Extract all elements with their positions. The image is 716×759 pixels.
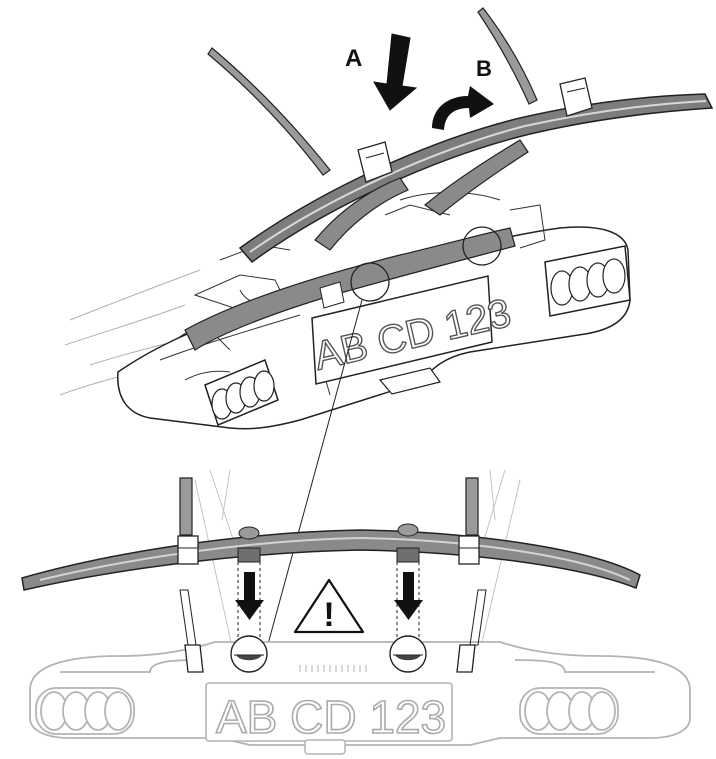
wheel-gutter-upper-highlight [249, 100, 707, 253]
gutter-clamp-right [559, 77, 593, 117]
wheel-arm-right [477, 7, 538, 105]
gutter-peg-top-left [238, 526, 260, 540]
gutter-peg-left [237, 547, 261, 563]
detail-pointer-line [267, 299, 363, 645]
wheel-gutter-upper [238, 93, 714, 264]
rear-light-right-ghost [519, 687, 619, 735]
center-scale [299, 665, 367, 672]
target-slot-left [230, 635, 268, 673]
wheel-arm-left [207, 47, 331, 176]
holder-arm-left [179, 477, 204, 673]
wheel-gutter-lower-highlight [39, 536, 631, 581]
step-a: A [345, 33, 418, 111]
step-a-label: A [345, 45, 362, 72]
rear-light-left-ghost [35, 687, 135, 735]
step-a-arrow-icon [373, 33, 418, 111]
gutter-peg-top-right [397, 523, 419, 537]
rear-light-right [544, 245, 631, 317]
step-b-label: B [476, 56, 492, 81]
carrier-foot [378, 367, 442, 395]
warning-mark: ! [323, 596, 334, 634]
target-slot-right [389, 635, 427, 673]
support-strut-left [314, 177, 409, 251]
carrier-foot-ghost [304, 739, 346, 755]
holder-arm-right [456, 477, 487, 673]
wheel-rail [184, 227, 516, 351]
gutter-clamp-front-right [458, 535, 480, 565]
rear-light-left [204, 358, 279, 427]
carrier-upper-view: AB CD 123 [59, 7, 714, 645]
license-plate-lower: AB CD 123 [205, 682, 453, 744]
carrier-detail-view: AB CD 123 [21, 469, 691, 755]
arrow-down-icon-right [394, 572, 423, 620]
warning-triangle-icon: ! [293, 578, 365, 634]
step-b-curved-arrow-icon [432, 86, 494, 130]
rail-knob-left [319, 281, 345, 309]
step-b: B [432, 56, 494, 130]
support-strut-right [423, 139, 529, 216]
gutter-clamp-front-left [177, 535, 199, 565]
detail-circle-upper-left [350, 262, 390, 302]
gutter-clamp-left [357, 141, 393, 183]
detail-circle-upper-right [462, 226, 502, 266]
license-plate-lower-text: AB CD 123 [216, 691, 446, 743]
arrow-down-icon-left [235, 572, 264, 620]
gutter-peg-right [396, 547, 420, 563]
